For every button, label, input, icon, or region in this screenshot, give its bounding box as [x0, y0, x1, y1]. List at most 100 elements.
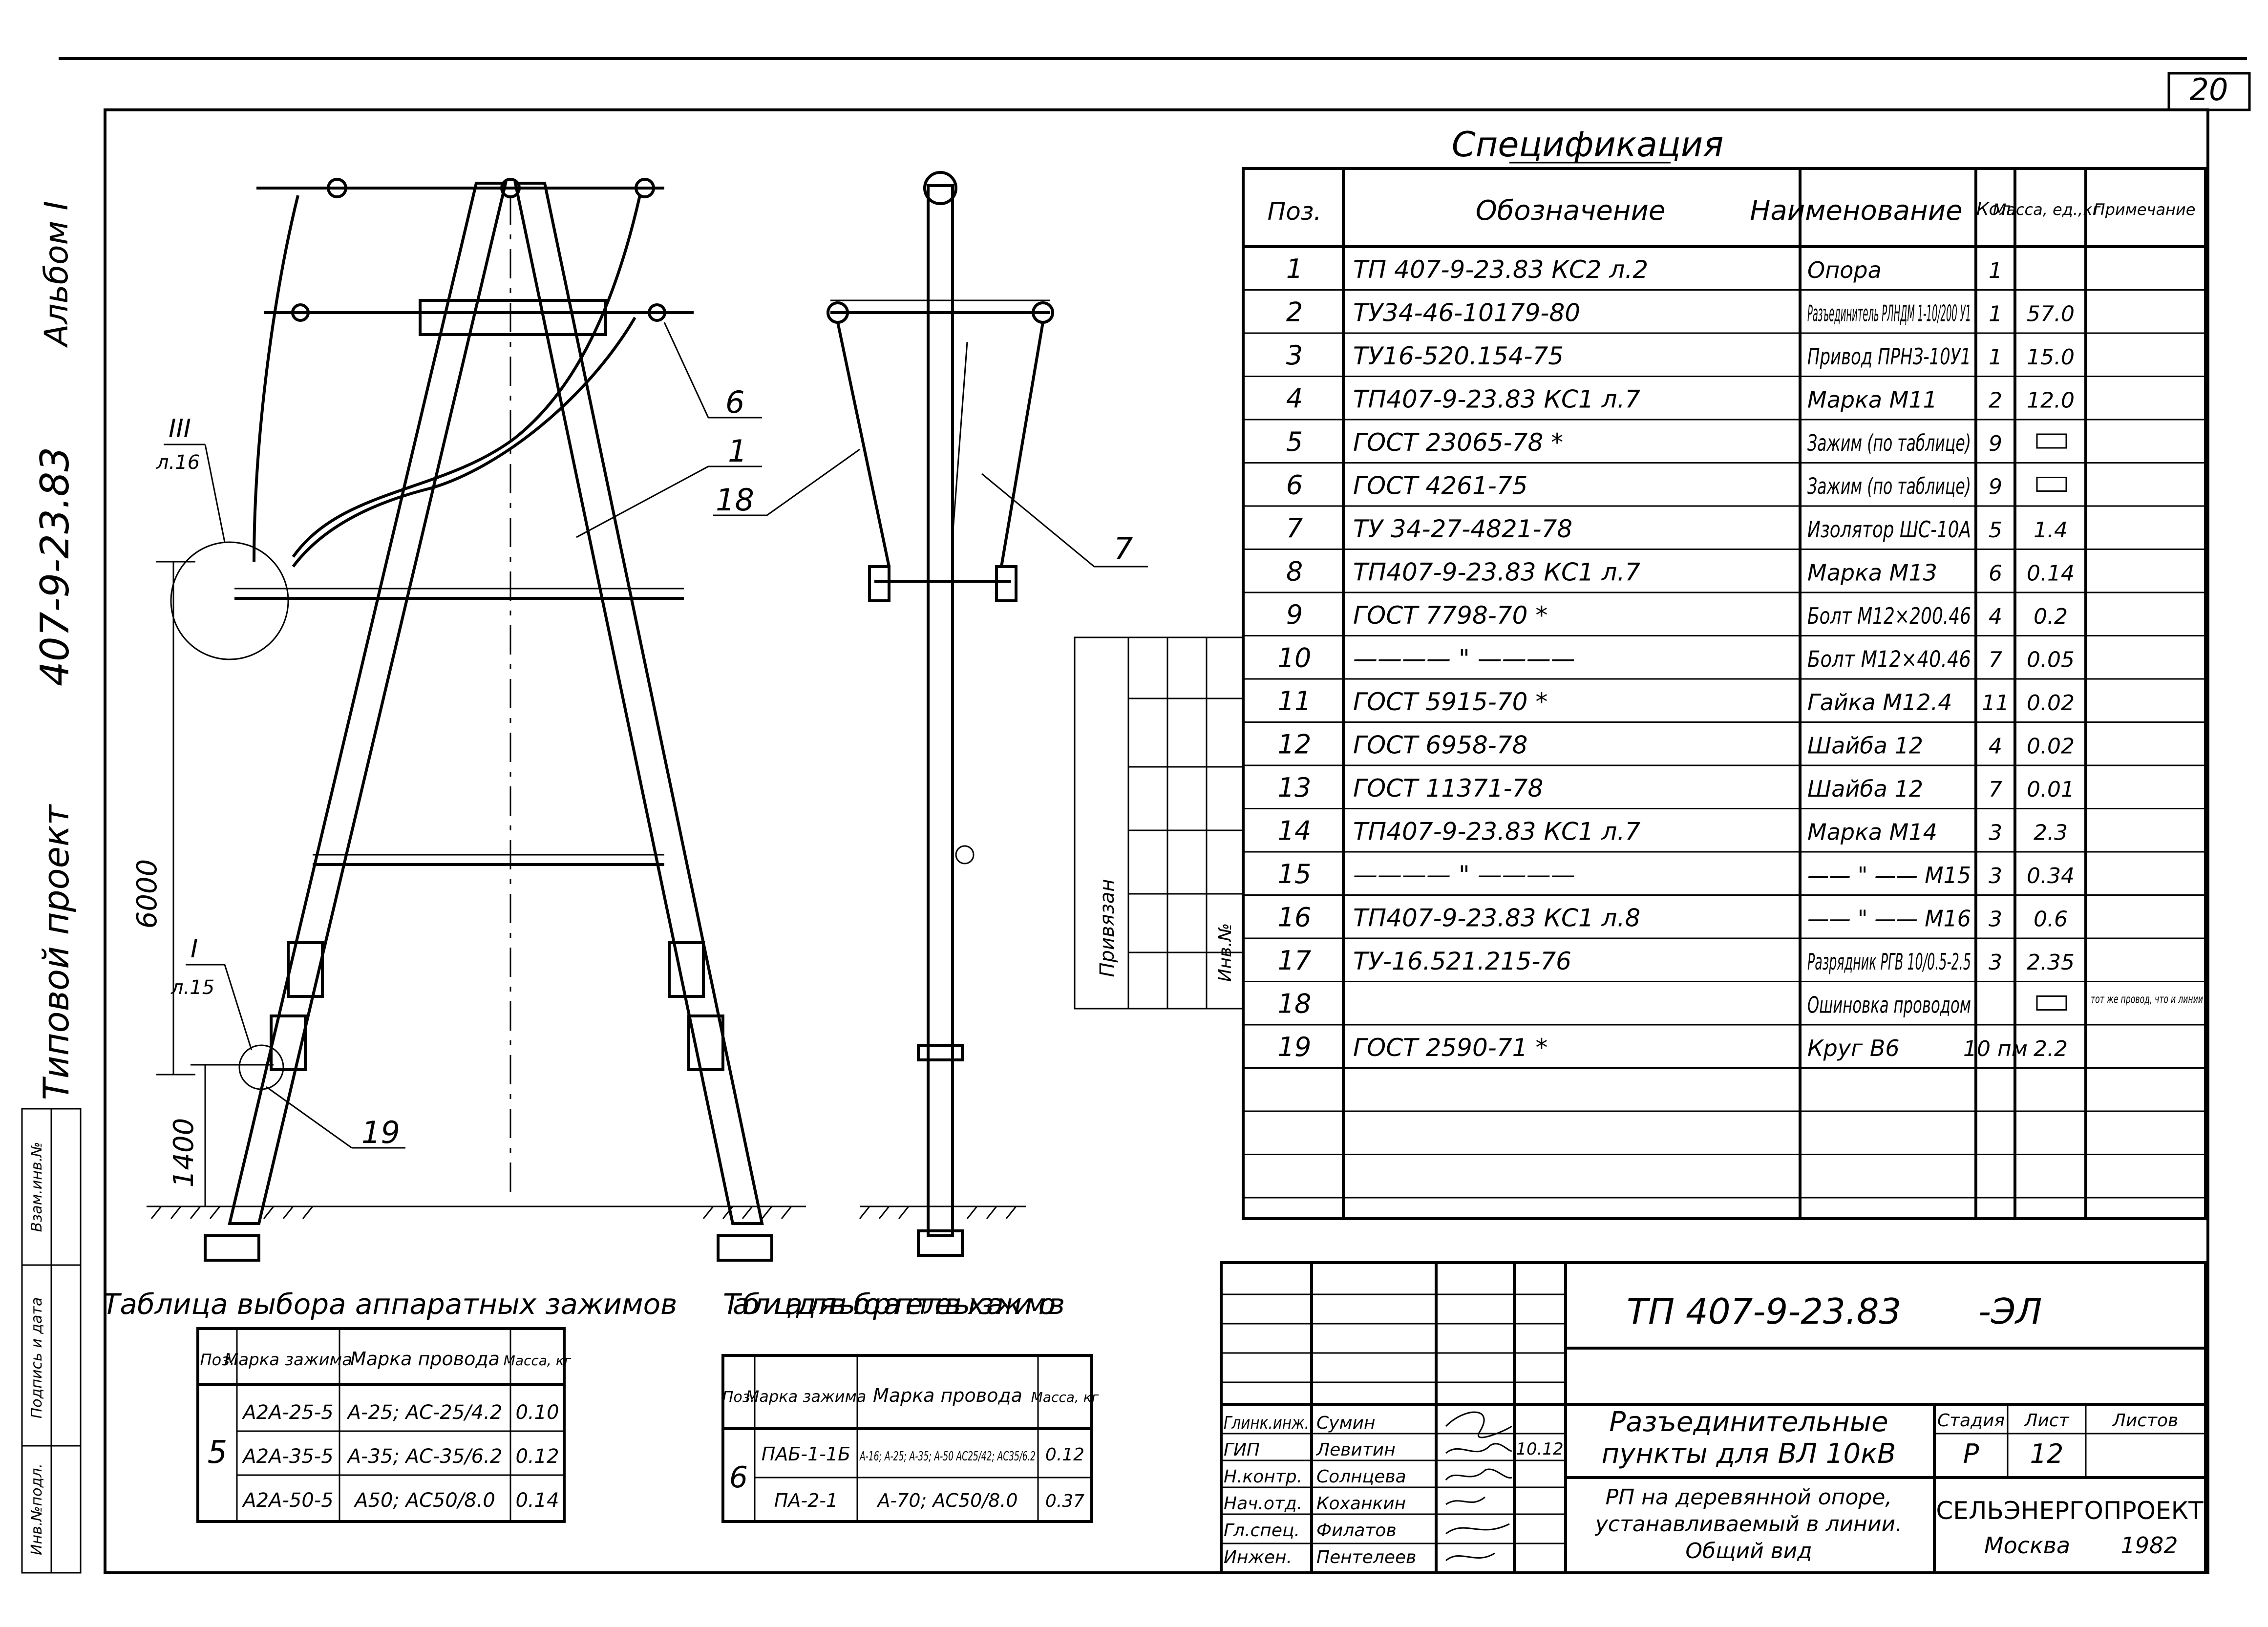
- org-name: СЕЛЬЭНЕРГОПРОЕКТ: [1936, 1497, 2204, 1525]
- spine-project: Типовой проект: [36, 804, 77, 1100]
- spec-designation: ТП407-9-23.83 КС1 л.7: [1353, 385, 1640, 414]
- spec-qty: 3: [1989, 907, 2002, 932]
- loop-pos: 6: [729, 1460, 748, 1495]
- stamp-inv-podl: Инв.№подл.: [28, 1463, 45, 1555]
- spec-qty: 3: [1989, 950, 2002, 975]
- loop-header-wire: Марка провода: [873, 1385, 1022, 1406]
- spec-pos: 14: [1278, 816, 1312, 846]
- loop-wire: А-16; А-25; А-35; А-50 АС25/42; АС35/6.2: [859, 1449, 1036, 1464]
- spec-pos: 3: [1286, 340, 1303, 371]
- spec-mass: 1.4: [2034, 518, 2068, 543]
- spec-mass: 0.02: [2027, 734, 2075, 759]
- apparatus-mass: 0.10: [515, 1401, 559, 1424]
- sheets-header: Листов: [2112, 1411, 2178, 1431]
- front-view: 6000 1400 6 1 19 III л.16 I л.15: [131, 178, 806, 1262]
- sheet-value: 12: [2030, 1438, 2064, 1469]
- spec-pos: 10: [1278, 643, 1312, 674]
- spec-qty: 5: [1989, 518, 2002, 543]
- sheet-header: Лист: [2023, 1411, 2069, 1431]
- spine-code: 407-9-23.83: [32, 447, 78, 686]
- spec-designation: ГОСТ 23065-78 *: [1353, 428, 1563, 457]
- callout-1: 1: [728, 433, 747, 469]
- spec-name: Болт М12×200.46: [1807, 603, 1971, 629]
- spec-pos: 5: [1286, 426, 1303, 457]
- spec-mass: 0.01: [2027, 777, 2075, 802]
- spec-qty: 7: [1989, 648, 2002, 673]
- spec-title: Спецификация: [1452, 125, 1724, 165]
- spec-qty: 4: [1989, 604, 2002, 629]
- detail-3-num: III: [169, 414, 191, 444]
- spec-pos: 7: [1286, 513, 1303, 544]
- spec-name: Разрядник РГВ 10/0.5-2.5: [1807, 949, 1971, 975]
- spec-name: Привод ПРНЗ-10У1: [1807, 343, 1971, 370]
- org-year: 1982: [2120, 1532, 2178, 1559]
- apparatus-clamp-table: Таблица выбора аппаратных зажимов Поз. М…: [103, 1288, 677, 1523]
- spec-qty: 3: [1989, 864, 2002, 888]
- spec-name: Зажим (по таблице): [1807, 473, 1971, 500]
- apparatus-header-mass: Масса, кг: [504, 1352, 572, 1369]
- loop-clamp-table: Таблица для выбора петлевых зажимов Поз.…: [721, 1288, 1099, 1523]
- spec-header-name: Наименование: [1750, 195, 1962, 227]
- callout-18: 18: [716, 482, 754, 518]
- title-name-2: пункты для ВЛ 10кВ: [1602, 1438, 1896, 1470]
- staff-role: Н.контр.: [1224, 1467, 1302, 1487]
- staff-name: Пентелеев: [1316, 1547, 1416, 1567]
- staff-role: Глинк.инж.: [1224, 1413, 1309, 1433]
- spec-pos: 1: [1286, 254, 1303, 284]
- stamp-signature-date: Подпись и дата: [28, 1297, 45, 1419]
- spec-name: Разъединитель РЛНДМ 1-10/200 У1: [1807, 300, 1971, 327]
- apparatus-mass: 0.12: [515, 1445, 559, 1468]
- spec-designation: ТУ34-46-10179-80: [1353, 299, 1580, 327]
- spec-pos: 12: [1278, 729, 1312, 760]
- spec-designation: ТП 407-9-23.83 КС2 л.2: [1353, 255, 1648, 284]
- spec-designation: ТП407-9-23.83 КС1 л.7: [1353, 558, 1640, 587]
- spine-album: Альбом I: [38, 201, 75, 348]
- spec-mass: 2.3: [2034, 821, 2068, 845]
- apparatus-header-mark: Марка зажима: [224, 1350, 352, 1370]
- apparatus-mark: А2А-35-5: [241, 1445, 333, 1468]
- title-sub-2: устанавливаемый в линии.: [1594, 1512, 1902, 1537]
- spec-qty: 9: [1989, 475, 2002, 500]
- stamp-columns: Инв.№подл. Подпись и дата Взам.инв.№: [21, 1108, 82, 1574]
- apparatus-mark: А2А-50-5: [241, 1489, 333, 1512]
- spec-mass: 0.02: [2027, 691, 2075, 716]
- spec-pos: 4: [1286, 383, 1303, 414]
- spec-mass: 0.2: [2034, 604, 2068, 629]
- staff-row: Нач.отд.Коханкин: [1224, 1494, 1406, 1514]
- spec-pos: 11: [1278, 686, 1312, 717]
- spec-designation: ГОСТ 11371-78: [1353, 774, 1543, 803]
- spec-name: Ошиновка проводом: [1807, 992, 1971, 1018]
- title-block: ТП 407-9-23.83 -ЭЛ Разъединительные пунк…: [1220, 1261, 2207, 1574]
- staff-row: Н.контр.Солнцева: [1224, 1467, 1406, 1487]
- spec-name: Марка М13: [1807, 560, 1937, 586]
- spec-qty: 2: [1989, 388, 2002, 413]
- callout-6: 6: [725, 384, 744, 420]
- loop-header-mark: Марка зажима: [746, 1387, 867, 1406]
- loop-table-title: Таблица для выбора петлевых зажимов: [723, 1288, 1065, 1321]
- spec-mass: 2.2: [2034, 1036, 2068, 1061]
- spec-designation: ———— " ————: [1353, 861, 1575, 889]
- staff-row: Инжен.Пентелеев: [1224, 1547, 1416, 1567]
- spec-qty: 9: [1989, 431, 2002, 456]
- spec-designation: ———— " ————: [1353, 645, 1575, 673]
- spec-pos: 18: [1278, 989, 1312, 1019]
- staff-name: Коханкин: [1316, 1494, 1406, 1514]
- binding-inv: Инв.№: [1215, 923, 1235, 982]
- spec-qty: 1: [1989, 258, 2002, 283]
- spec-name: —— " —— М15: [1807, 862, 1971, 888]
- spec-designation: ТП407-9-23.83 КС1 л.8: [1353, 904, 1640, 932]
- title-suffix: -ЭЛ: [1978, 1291, 2042, 1332]
- spec-mass: 0.34: [2027, 864, 2075, 888]
